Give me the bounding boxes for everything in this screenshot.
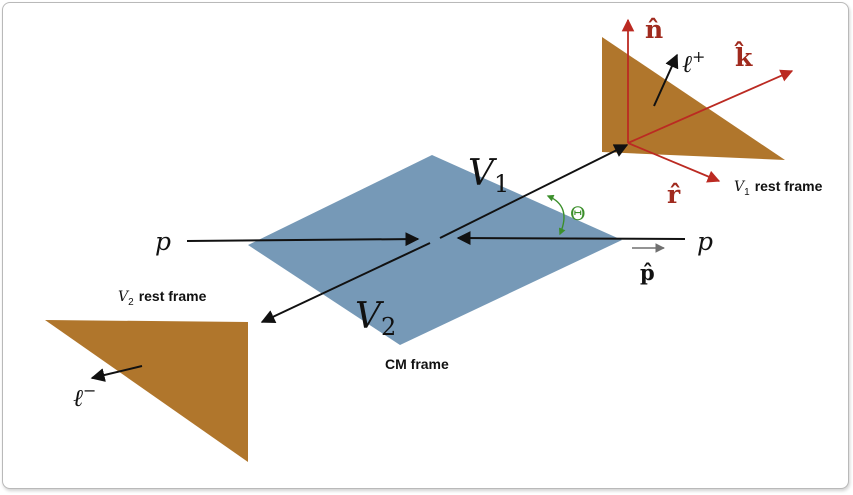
v1-rest-frame-plane — [602, 37, 785, 160]
cm-frame-label: CM frame — [385, 356, 449, 372]
v2-label: V2 — [355, 296, 396, 341]
r-hat-label: r̂ — [667, 180, 681, 209]
v2-direction-arrow — [260, 242, 431, 323]
p-left-label: p — [155, 227, 171, 256]
cm-frame-plane — [248, 155, 622, 345]
lepton-minus-label: ℓ− — [73, 381, 96, 412]
r-hat-axis — [627, 142, 721, 183]
lepton-plus-arrow — [653, 53, 679, 107]
theta-label: Θ — [570, 203, 586, 225]
p-hat-label: p̂ — [640, 260, 655, 285]
v1-label: V1 — [468, 153, 509, 198]
p-right-label: p — [697, 227, 713, 256]
proton-left-arrow — [186, 232, 420, 247]
lepton-plus-label: ℓ+ — [682, 47, 705, 78]
k-hat-label: k̂ — [734, 41, 753, 72]
v2-rest-frame-plane — [45, 320, 248, 462]
n-hat-label: n̂ — [645, 15, 663, 44]
lepton-minus-arrow — [90, 365, 143, 382]
proton-right-arrow — [456, 231, 686, 246]
v1-direction-arrow — [439, 144, 629, 239]
theta-arc — [546, 194, 566, 236]
k-hat-axis — [627, 69, 794, 144]
